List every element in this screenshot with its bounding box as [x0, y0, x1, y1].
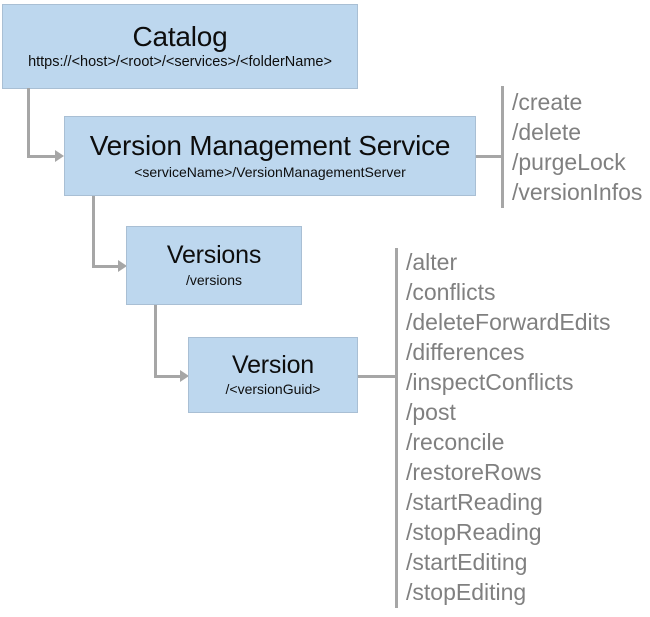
operation-item[interactable]: /create [512, 89, 583, 115]
operation-item[interactable]: /startReading [406, 489, 543, 515]
operation-item[interactable]: /alter [406, 249, 458, 275]
node-versions-subtitle: /versions [185, 271, 243, 288]
operation-item[interactable]: /reconcile [406, 429, 505, 455]
node-version-management-service[interactable]: Version Management Service <serviceName>… [64, 116, 476, 196]
operation-item[interactable]: /versionInfos [512, 179, 643, 205]
connector-version-to-operations [358, 375, 398, 378]
arrowhead-versions-to-version [180, 370, 189, 382]
operation-item[interactable]: /stopEditing [406, 579, 527, 605]
operation-item[interactable]: /differences [406, 339, 525, 365]
connector-vms-to-versions-horizontal [92, 265, 120, 268]
node-versions[interactable]: Versions /versions [126, 226, 302, 305]
connector-versions-to-version-vertical [154, 305, 157, 378]
connector-catalog-to-vms-vertical [27, 88, 30, 158]
node-version-management-service-title: Version Management Service [89, 130, 451, 162]
arrowhead-vms-to-versions [118, 260, 127, 272]
operation-list-version: /alter/conflicts/deleteForwardEdits/diff… [406, 247, 611, 607]
operation-list-vms: /create/delete/purgeLock/versionInfos [512, 87, 642, 207]
operation-item[interactable]: /startEditing [406, 549, 528, 575]
operation-item[interactable]: /inspectConflicts [406, 369, 574, 395]
node-version-management-service-subtitle: <serviceName>/VersionManagementServer [134, 163, 406, 180]
connector-vms-to-operations [476, 155, 504, 158]
operation-item[interactable]: /stopReading [406, 519, 542, 545]
operation-item[interactable]: /delete [512, 119, 582, 145]
operation-item[interactable]: /deleteForwardEdits [406, 309, 611, 335]
arrowhead-catalog-to-vms [55, 150, 64, 162]
operation-item[interactable]: /purgeLock [512, 149, 626, 175]
node-catalog[interactable]: Catalog https://<host>/<root>/<services>… [2, 4, 358, 89]
node-version[interactable]: Version /<versionGuid> [188, 337, 358, 413]
node-catalog-subtitle: https://<host>/<root>/<services>/<folder… [28, 54, 332, 70]
operation-item[interactable]: /conflicts [406, 279, 496, 305]
connector-versions-to-version-horizontal [154, 375, 182, 378]
node-version-subtitle: /<versionGuid> [225, 381, 321, 398]
connector-catalog-to-vms-horizontal [27, 155, 57, 158]
operation-item[interactable]: /restoreRows [406, 459, 542, 485]
bracket-version-operations [395, 248, 398, 608]
node-catalog-title: Catalog [132, 20, 228, 52]
node-version-title: Version [232, 350, 314, 379]
connector-vms-to-versions-vertical [92, 196, 95, 268]
bracket-vms-operations [501, 86, 504, 208]
node-versions-title: Versions [166, 241, 262, 270]
operation-item[interactable]: /post [406, 399, 456, 425]
